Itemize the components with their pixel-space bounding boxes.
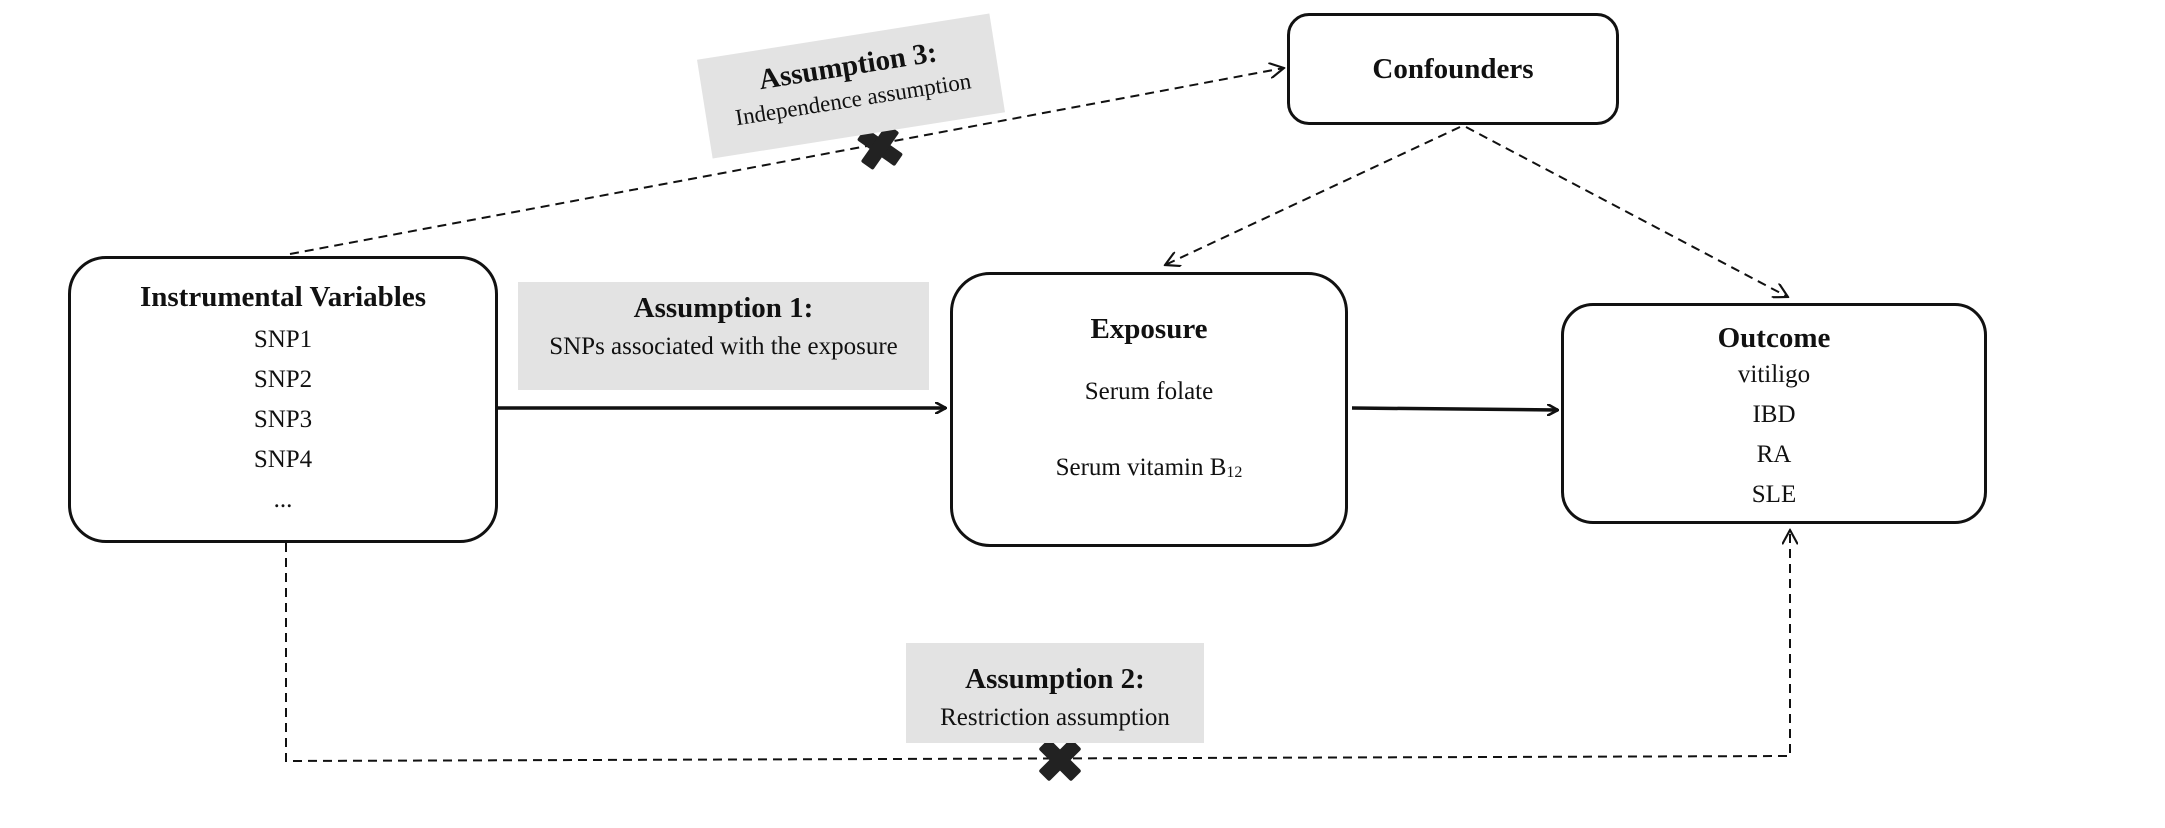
assumption-2-label: Assumption 2: Restriction assumption bbox=[906, 643, 1204, 743]
exposure-node: Exposure Serum folate Serum vitamin B12 bbox=[950, 272, 1348, 547]
outcome-list-item: RA bbox=[1756, 441, 1792, 468]
snp-list-item: SNP3 bbox=[253, 406, 313, 433]
outcome-list-item: SLE bbox=[1751, 481, 1797, 508]
snp-list-item: SNP4 bbox=[253, 446, 313, 473]
arrow-exposure-to-outcome bbox=[1351, 408, 1558, 410]
instrumental-variables-node: Instrumental Variables SNP1 SNP2 SNP3 SN… bbox=[68, 256, 498, 543]
violation-cross-icon-assumption-3 bbox=[857, 124, 903, 170]
violation-cross-icon-assumption-2 bbox=[1039, 739, 1081, 781]
outcome-node: Outcome vitiligo IBD RA SLE bbox=[1561, 303, 1987, 524]
outcome-list-item: vitiligo bbox=[1737, 361, 1811, 388]
outcome-title: Outcome bbox=[1717, 322, 1831, 354]
assumption-1-title: Assumption 1: bbox=[633, 292, 814, 324]
confounders-node: Confounders bbox=[1287, 13, 1619, 125]
dashed-iv-to-outcome bbox=[285, 530, 1790, 763]
assumption-1-label: Assumption 1: SNPs associated with the e… bbox=[518, 282, 929, 390]
dashed-confounders-to-exposure bbox=[1165, 126, 1461, 265]
confounders-title: Confounders bbox=[1372, 52, 1534, 85]
exposure-item-folate: Serum folate bbox=[1084, 378, 1214, 405]
exposure-item-vitamin-b12-subscript: 12 bbox=[1226, 464, 1243, 481]
dashed-iv-to-confounders bbox=[289, 68, 1284, 255]
exposure-title: Exposure bbox=[1090, 313, 1208, 345]
outcome-list-item: IBD bbox=[1752, 401, 1796, 428]
exposure-item-vitamin-b12: Serum vitamin B12 bbox=[953, 454, 1345, 482]
snp-list-item: SNP2 bbox=[253, 366, 313, 393]
exposure-item-vitamin-b12-text: Serum vitamin B bbox=[1055, 454, 1227, 481]
assumption-2-title: Assumption 2: bbox=[965, 663, 1145, 695]
snp-list-item: SNP1 bbox=[253, 326, 313, 353]
dashed-confounders-to-outcome bbox=[1465, 126, 1788, 297]
assumption-2-text: Restriction assumption bbox=[940, 704, 1170, 731]
snp-list-ellipsis: ... bbox=[273, 486, 293, 513]
instrumental-variables-title: Instrumental Variables bbox=[139, 281, 426, 313]
assumption-1-text: SNPs associated with the exposure bbox=[549, 333, 898, 360]
